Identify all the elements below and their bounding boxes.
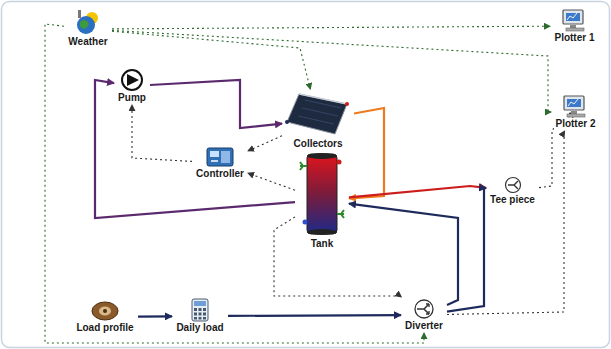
pump-symbol [119, 68, 145, 92]
flow-pipe [228, 314, 401, 317]
component-label: Pump [117, 92, 147, 104]
component-block: Plotter 1 [551, 8, 598, 44]
weather-icon [74, 10, 102, 36]
dailyload-icon [190, 298, 210, 322]
component-label: Plotter 2 [554, 118, 596, 130]
flow-pipe [138, 315, 172, 318]
signal-link [248, 173, 295, 190]
diverter-icon [413, 298, 435, 320]
collectors-icon [285, 90, 351, 138]
component-block: Daily load [173, 298, 227, 334]
component-block: Pump [115, 68, 149, 104]
flow-pipe [150, 80, 282, 128]
component-label: Diverter [404, 320, 444, 332]
component-label: Daily load [175, 322, 224, 334]
component-label: Plotter 1 [553, 32, 595, 44]
flow-pipe [95, 80, 295, 218]
tee-symbol [504, 176, 522, 194]
signal-link [447, 131, 565, 315]
weather-symbol [74, 10, 102, 36]
controller-icon [205, 146, 235, 168]
component-label: Controller [195, 168, 245, 180]
signal-link [248, 136, 282, 151]
controller-symbol [205, 146, 235, 168]
tank-symbol [298, 150, 346, 238]
component-label: Tee piece [489, 194, 536, 206]
component-label: Load profile [75, 322, 134, 334]
component-block: Collectors [283, 90, 353, 150]
component-label: Collectors [293, 138, 344, 150]
signal-link [274, 217, 401, 297]
tee-icon [504, 176, 522, 194]
diverter-symbol [413, 298, 435, 320]
component-block: Controller [193, 146, 247, 180]
plotter-symbol [561, 94, 591, 118]
loadprofile-symbol [90, 300, 120, 322]
tank-icon [298, 150, 346, 238]
component-label: Tank [310, 238, 335, 250]
signal-link [132, 105, 192, 161]
signal-link [112, 30, 551, 112]
component-label: Weather [67, 36, 108, 48]
component-block: Tee piece [487, 176, 538, 206]
flow-pipe [349, 108, 384, 198]
signal-link [45, 24, 424, 343]
flow-pipe [447, 188, 486, 312]
signal-link [112, 31, 310, 89]
plotter-icon [560, 8, 590, 32]
component-block: Tank [296, 150, 348, 250]
pump-icon [119, 68, 145, 92]
collectors-symbol [285, 90, 351, 138]
dailyload-symbol [190, 298, 210, 322]
flow-pipe [349, 204, 458, 305]
flow-pipe [349, 186, 486, 197]
signal-link [112, 26, 550, 29]
loadprofile-icon [90, 300, 120, 322]
component-block: Weather [65, 10, 111, 48]
plotter-symbol [560, 8, 590, 32]
plotter-icon [561, 94, 591, 118]
component-block: Load profile [73, 300, 137, 334]
component-block: Plotter 2 [552, 94, 599, 130]
component-block: Diverter [402, 298, 446, 332]
